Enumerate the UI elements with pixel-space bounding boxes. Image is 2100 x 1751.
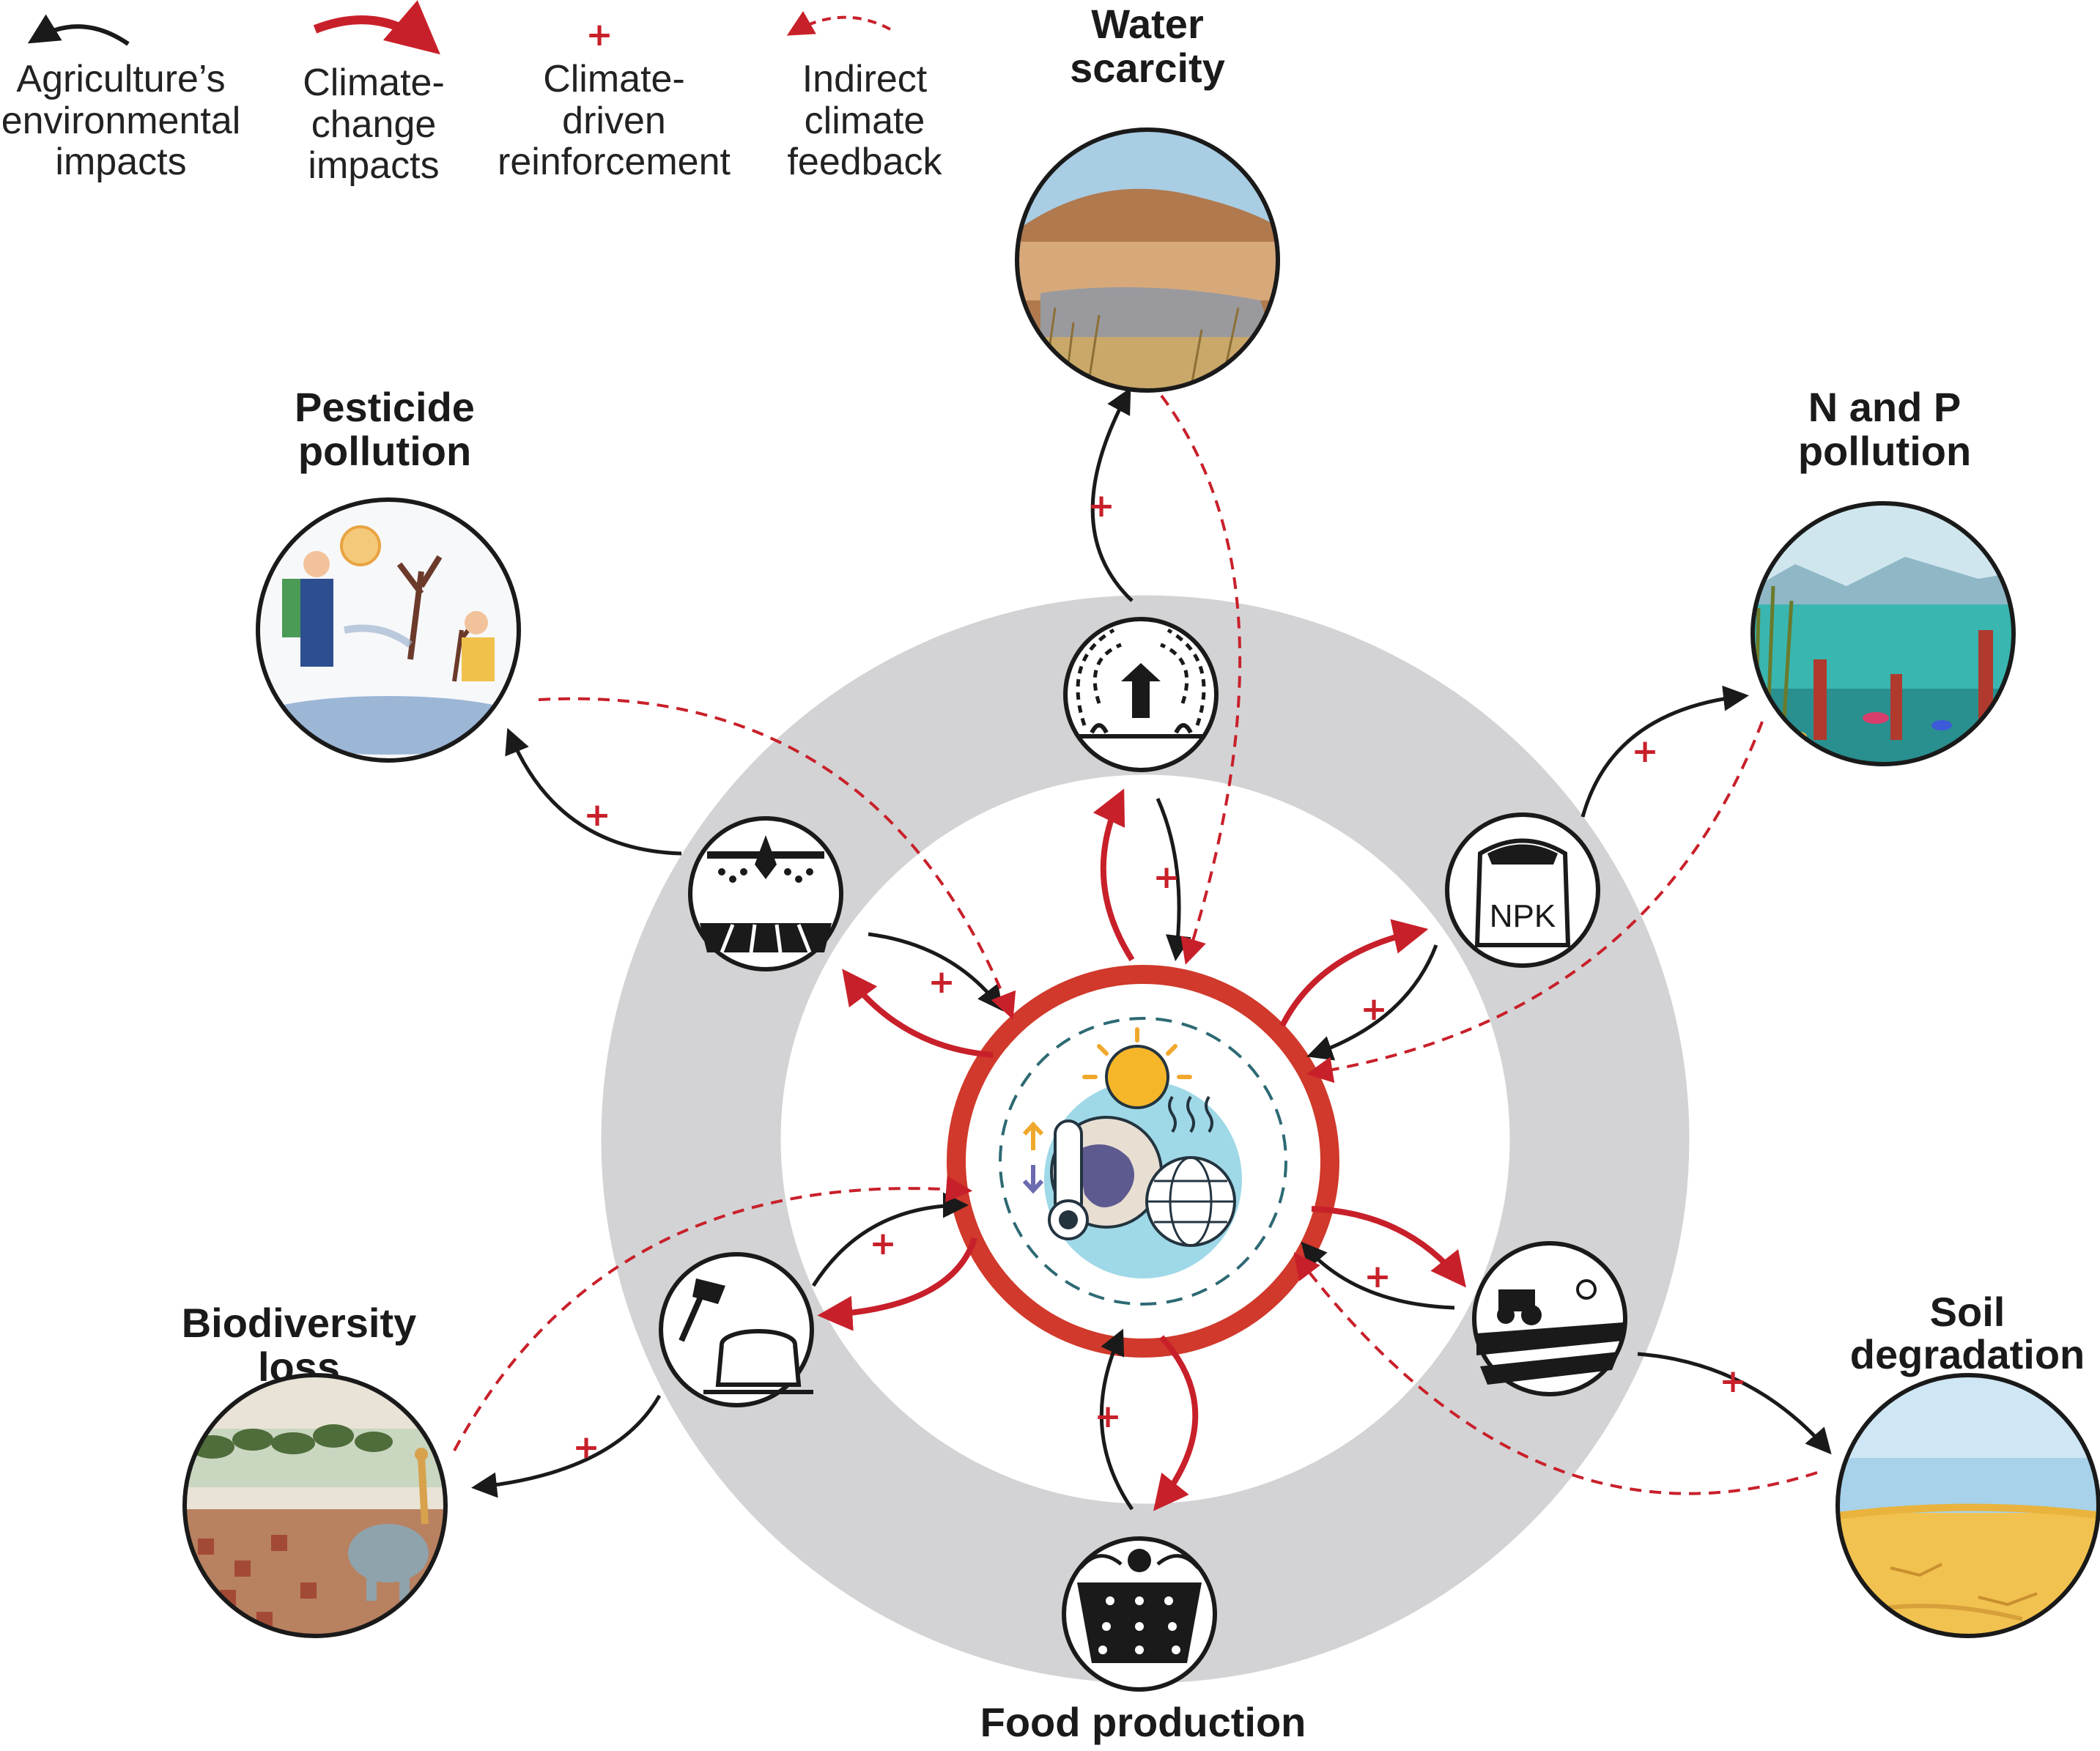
legend-black-arrow — [27, 14, 130, 46]
svg-text:pollution: pollution — [298, 428, 471, 474]
svg-text:climate: climate — [805, 100, 925, 142]
svg-text:+: + — [584, 796, 611, 834]
biodiversity-loss-image — [182, 1373, 448, 1638]
legend-item-1: Agriculture’s environmental impacts — [1, 58, 241, 183]
svg-text:scarcity: scarcity — [1070, 45, 1225, 91]
label-pesticide-pollution: Pesticide pollution — [295, 384, 475, 474]
svg-text:environmental: environmental — [1, 100, 241, 142]
n-and-p-pollution-image — [1750, 501, 2016, 766]
arrows-agri-to-climate — [811, 797, 1455, 1511]
label-water-scarcity: Water scarcity — [1070, 1, 1225, 91]
svg-text:+: + — [1095, 1398, 1122, 1435]
svg-text:reinforcement: reinforcement — [498, 141, 731, 183]
svg-text:Pesticide: Pesticide — [295, 384, 475, 430]
pesticide-pollution-image — [256, 497, 521, 763]
svg-text:+: + — [1632, 733, 1659, 770]
fertilizer-sack-icon: NPK — [1445, 812, 1600, 968]
svg-text:Soil: Soil — [1930, 1289, 2005, 1335]
legend-plus-symbol: + — [586, 16, 613, 53]
svg-text:impacts: impacts — [55, 141, 186, 183]
arrows-indirect-feedback — [453, 394, 1818, 1495]
npk-label: NPK — [1490, 898, 1556, 934]
svg-text:Climate-: Climate- — [303, 62, 445, 104]
svg-text:driven: driven — [562, 100, 666, 142]
legend: + Agriculture’s environmental impacts Cl… — [1, 0, 943, 187]
water-scarcity-image — [1015, 127, 1280, 393]
climate-change-globe-thermometer-icon — [999, 1017, 1287, 1306]
svg-text:feedback: feedback — [787, 141, 942, 183]
legend-item-2: Climate- change impacts — [303, 62, 445, 187]
label-n-and-p-pollution: N and P pollution — [1798, 384, 1971, 474]
svg-text:degradation: degradation — [1850, 1331, 2085, 1377]
svg-text:+: + — [928, 963, 955, 1001]
svg-text:N and P: N and P — [1808, 384, 1961, 430]
svg-text:Climate-: Climate- — [543, 58, 685, 100]
svg-text:+: + — [1153, 859, 1180, 896]
svg-text:+: + — [1364, 1258, 1391, 1295]
svg-text:Biodiversity: Biodiversity — [182, 1300, 417, 1346]
svg-text:+: + — [1720, 1363, 1747, 1400]
arrows-agri-to-impacts — [471, 387, 1832, 1498]
svg-text:+: + — [870, 1225, 897, 1262]
tractor-field-icon — [1472, 1241, 1627, 1396]
label-soil-degradation: Soil degradation — [1850, 1289, 2085, 1377]
svg-text:+: + — [1088, 487, 1115, 525]
soil-degradation-image — [1835, 1373, 2100, 1638]
legend-red-arrow — [313, 0, 440, 55]
arrows-climate-to-agri — [817, 788, 1466, 1511]
label-food-production: Food production — [980, 1699, 1306, 1745]
crop-duster-plane-icon — [688, 816, 843, 971]
reinforcement-markers: + + + + + + + + + + + — [573, 487, 1747, 1466]
axe-tree-stump-icon — [659, 1252, 814, 1407]
svg-text:Indirect: Indirect — [802, 58, 928, 100]
svg-text:pollution: pollution — [1798, 428, 1971, 474]
sun-crop-field-icon — [1062, 1536, 1217, 1692]
svg-text:+: + — [573, 1429, 600, 1466]
svg-text:+: + — [1361, 991, 1388, 1028]
svg-text:Agriculture’s: Agriculture’s — [16, 58, 225, 100]
svg-text:impacts: impacts — [308, 144, 439, 187]
legend-dashed-arrow — [786, 11, 891, 36]
legend-item-3: Climate- driven reinforcement — [498, 58, 731, 183]
svg-text:change: change — [311, 103, 437, 146]
legend-item-4: Indirect climate feedback — [787, 58, 942, 183]
irrigation-sprinkler-icon — [1063, 617, 1219, 772]
climate-change-center — [947, 965, 1339, 1358]
svg-text:Water: Water — [1091, 1, 1204, 47]
